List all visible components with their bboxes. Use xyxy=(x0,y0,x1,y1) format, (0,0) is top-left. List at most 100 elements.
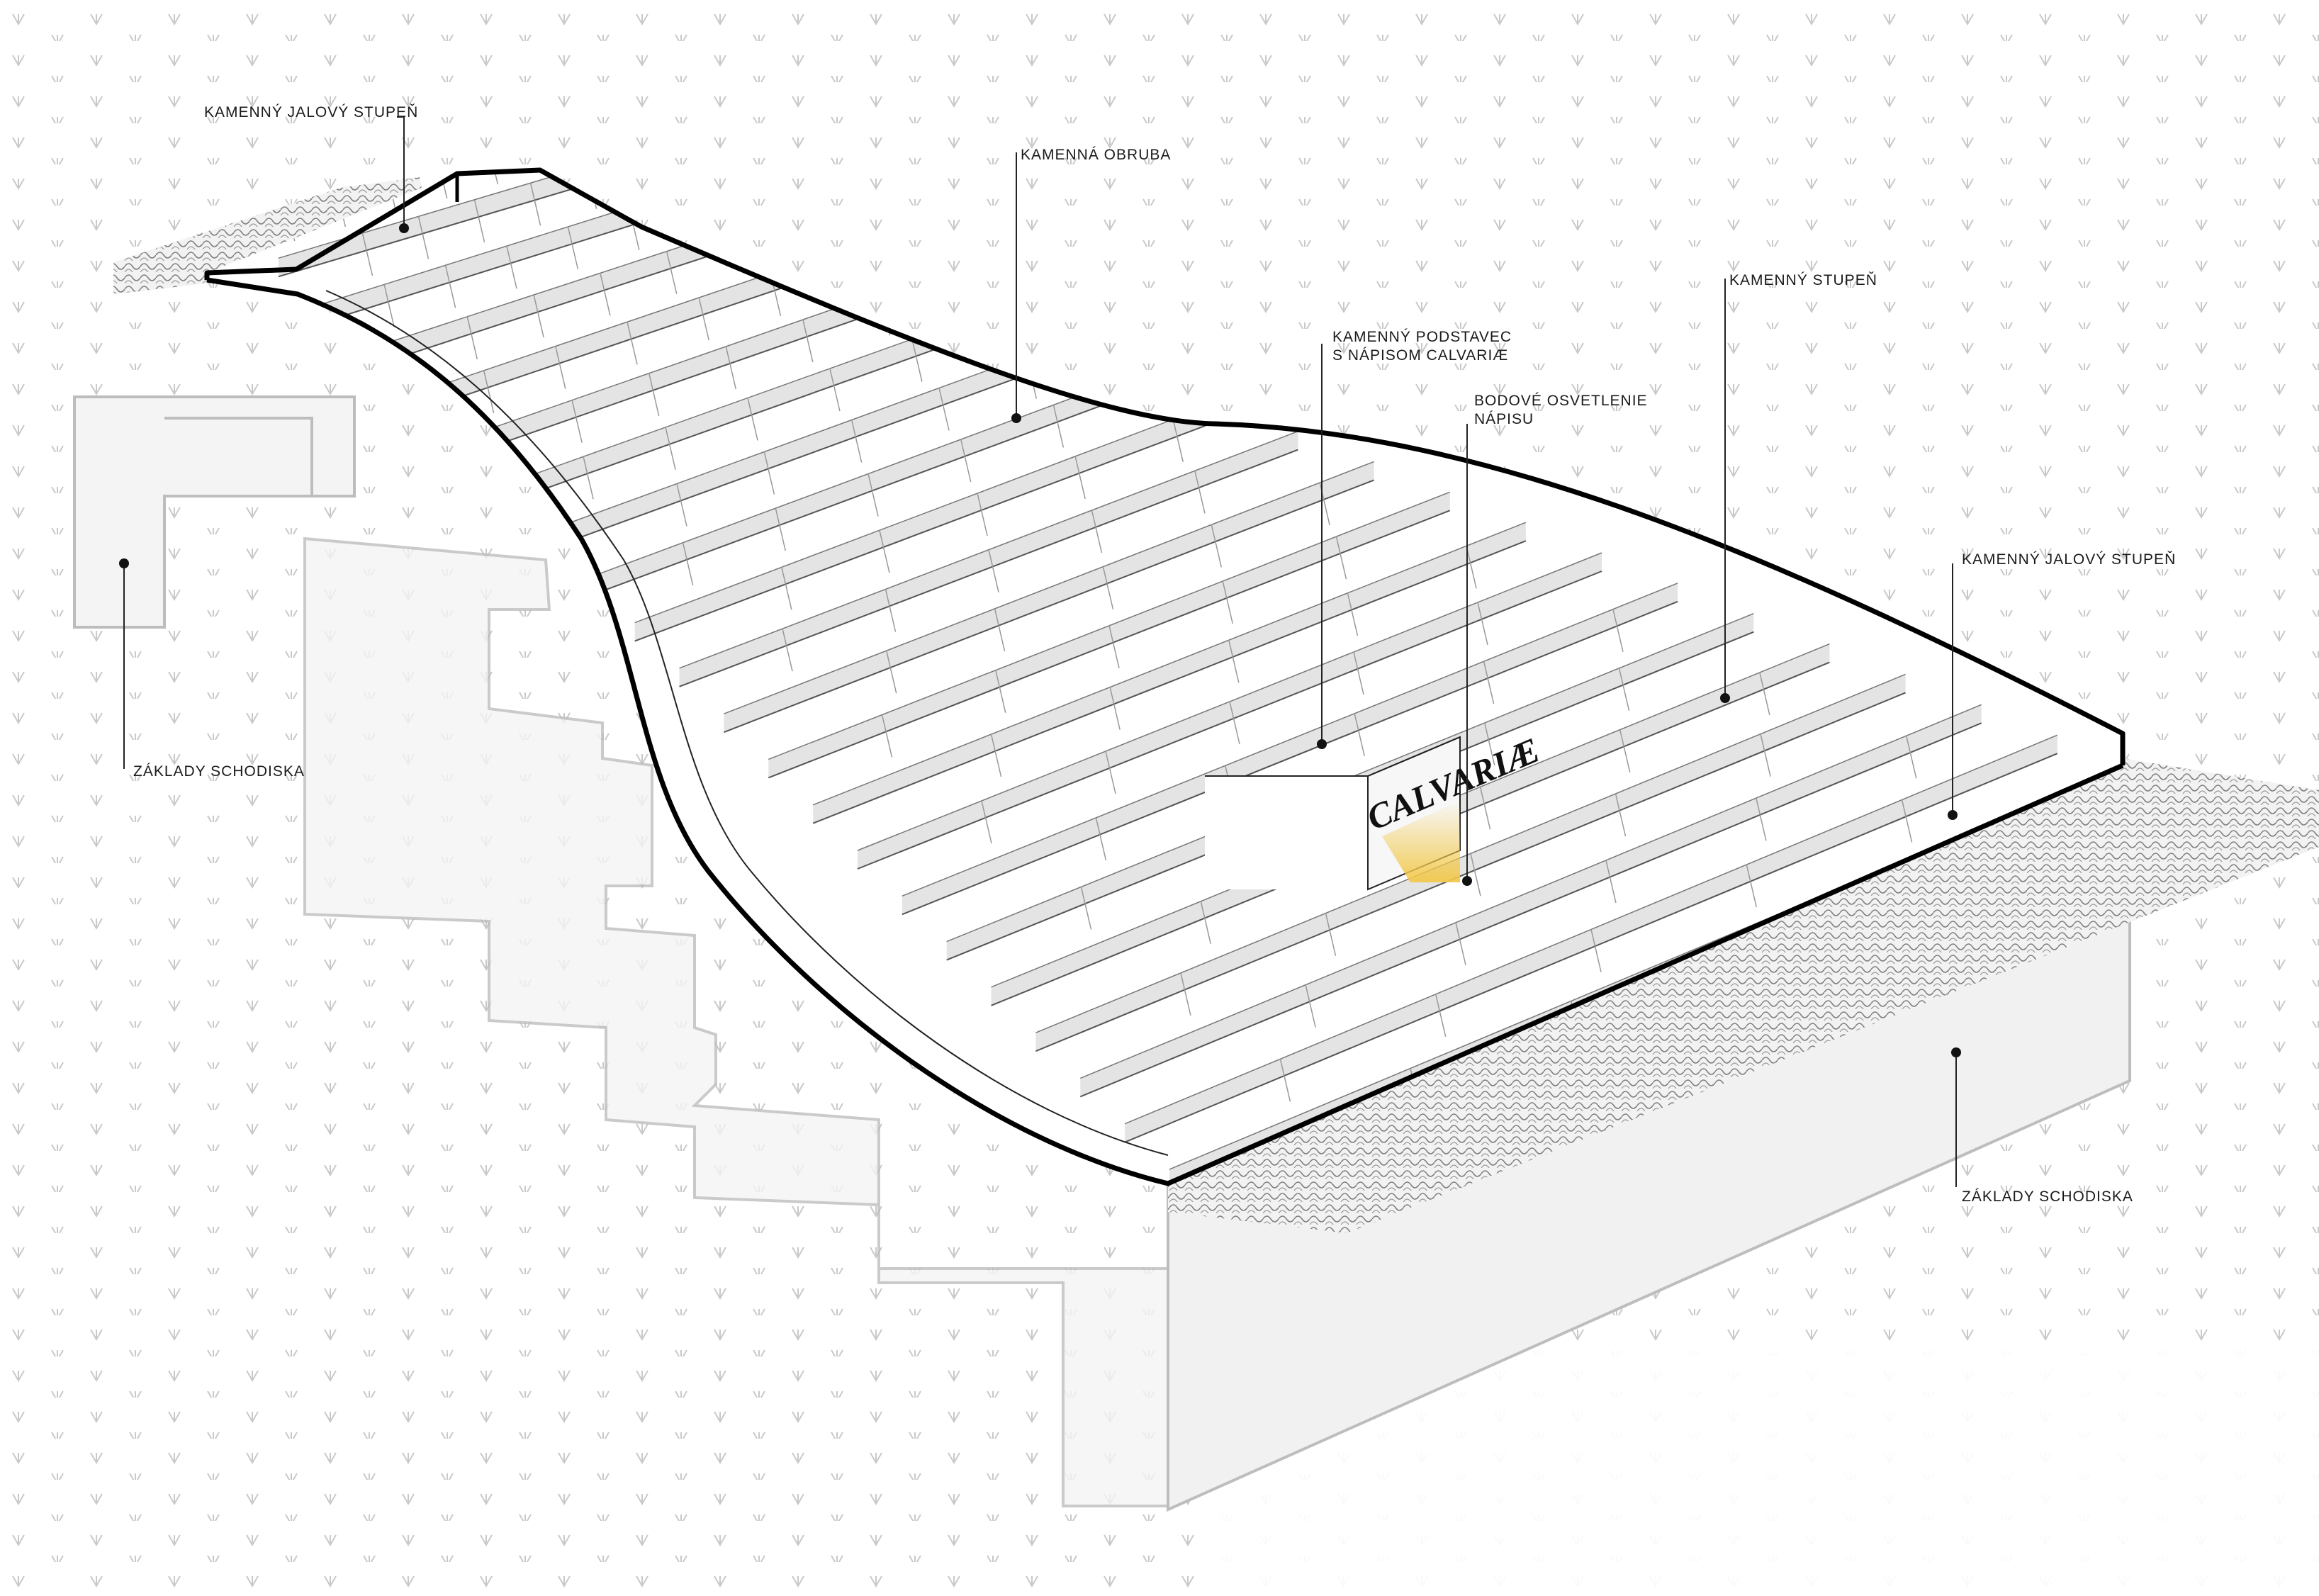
label-pedestal-2: S NÁPISOM CALVARIÆ xyxy=(1332,347,1508,364)
step-joint xyxy=(1211,524,1223,568)
label-lighting-2: NÁPISU xyxy=(1474,411,1534,427)
step-joint xyxy=(1612,609,1624,652)
leader-lines xyxy=(119,116,1961,1187)
step-joint xyxy=(879,530,890,573)
step-riser xyxy=(724,461,1374,733)
step-joint xyxy=(775,507,787,551)
cobblestone-paving xyxy=(113,177,2319,1233)
step-edge xyxy=(768,510,1451,779)
step-edge xyxy=(634,418,1223,642)
step-joint xyxy=(1109,687,1121,730)
step-joint xyxy=(1760,734,1771,777)
step-edge xyxy=(1035,692,1906,1052)
step-joint xyxy=(981,800,992,844)
step-riser xyxy=(813,522,1526,824)
step-joint xyxy=(383,284,395,327)
step-joint xyxy=(1279,1059,1291,1102)
step-joint xyxy=(1180,972,1191,1016)
step-joint xyxy=(1746,864,1758,908)
label-foundation-left: ZÁKLADY SCHODISKA xyxy=(133,763,305,780)
label-lighting-1: BODOVÉ OSVETLENIE xyxy=(1474,393,1648,409)
step-nosing xyxy=(724,461,1374,714)
step-joint xyxy=(627,322,638,365)
step-joint xyxy=(1105,751,1116,794)
step-joint xyxy=(782,628,793,672)
step-joint xyxy=(1200,901,1212,944)
step-joint xyxy=(881,714,893,758)
step-joint xyxy=(567,226,579,270)
step-edge xyxy=(278,175,615,278)
step-joint xyxy=(1347,592,1359,636)
step-joint xyxy=(506,245,517,289)
step-joint xyxy=(990,734,1002,777)
step-joint xyxy=(1353,651,1364,695)
label-right-step: KAMENNÝ JALOVÝ STUPEŇ xyxy=(1962,551,2176,568)
step-joint xyxy=(1477,602,1488,646)
step-joint xyxy=(994,608,1006,652)
step-riser xyxy=(322,188,691,322)
step-joint xyxy=(1618,668,1630,712)
step-joint xyxy=(466,316,478,359)
step-joint xyxy=(1335,536,1347,580)
step-joint xyxy=(1102,566,1114,609)
step-joint xyxy=(571,400,583,443)
step-joint xyxy=(1470,853,1481,897)
step-joint xyxy=(1615,793,1627,837)
step-edge xyxy=(1079,722,1982,1098)
step-joint xyxy=(1229,701,1240,745)
step-joint xyxy=(1052,405,1065,448)
step-joint xyxy=(648,373,660,416)
label-curb: KAMENNÁ OBRUBA xyxy=(1021,147,1171,163)
step-joint xyxy=(1091,510,1103,553)
step-nosing xyxy=(812,522,1527,806)
step-riser xyxy=(1035,674,1906,1052)
step-joint xyxy=(747,398,758,441)
step-edge xyxy=(812,540,1527,824)
step-joint xyxy=(1901,799,1913,843)
step-edge xyxy=(1124,753,2058,1143)
step-joint xyxy=(1906,736,1917,779)
step-joint xyxy=(1619,729,1631,772)
step-joint xyxy=(802,319,814,363)
label-top-left-step: KAMENNÝ JALOVÝ STUPEŇ xyxy=(204,104,418,120)
step-edge xyxy=(545,358,1071,551)
step-edge xyxy=(590,388,1147,597)
step-joint xyxy=(444,265,456,308)
step-joint xyxy=(682,542,694,585)
step-joint xyxy=(885,651,897,694)
step-joint xyxy=(781,567,792,610)
step-joint xyxy=(665,427,676,471)
step-joint xyxy=(867,473,879,517)
step-joint xyxy=(977,493,988,536)
step-joint xyxy=(763,451,775,495)
step-joint xyxy=(1074,456,1086,500)
step-edge xyxy=(500,327,995,505)
step-joint xyxy=(1590,929,1602,972)
step-riser xyxy=(679,431,1298,687)
step-edge xyxy=(322,206,691,323)
step-riser xyxy=(1080,704,1982,1097)
label-foundation-right: ZÁKLADY SCHODISKA xyxy=(1962,1188,2133,1205)
step-riser xyxy=(278,170,615,277)
step-riser xyxy=(367,218,767,368)
step-joint xyxy=(529,183,541,226)
step-joint xyxy=(1194,471,1206,514)
step-edge xyxy=(367,236,767,369)
step-joint xyxy=(911,339,923,382)
step-joint xyxy=(1756,797,1767,841)
labels: KAMENNÝ JALOVÝ STUPEŇ KAMENNÁ OBRUBA KAM… xyxy=(133,104,2176,1205)
step-edge xyxy=(456,297,919,460)
step-joint xyxy=(1354,713,1365,756)
step-joint xyxy=(1222,580,1233,624)
step-joint xyxy=(1605,860,1617,904)
step-joint xyxy=(829,368,841,412)
step-nosing xyxy=(1079,704,1982,1079)
step-riser xyxy=(546,340,1070,550)
step-riser xyxy=(858,553,1602,869)
step-riser xyxy=(501,310,994,505)
light-glow xyxy=(1382,801,1460,882)
step-edge xyxy=(902,600,1678,916)
label-pedestal-1: KAMENNÝ PODSTAVEC xyxy=(1332,329,1512,345)
step-nosing xyxy=(902,583,1678,897)
step-joint xyxy=(583,456,594,500)
